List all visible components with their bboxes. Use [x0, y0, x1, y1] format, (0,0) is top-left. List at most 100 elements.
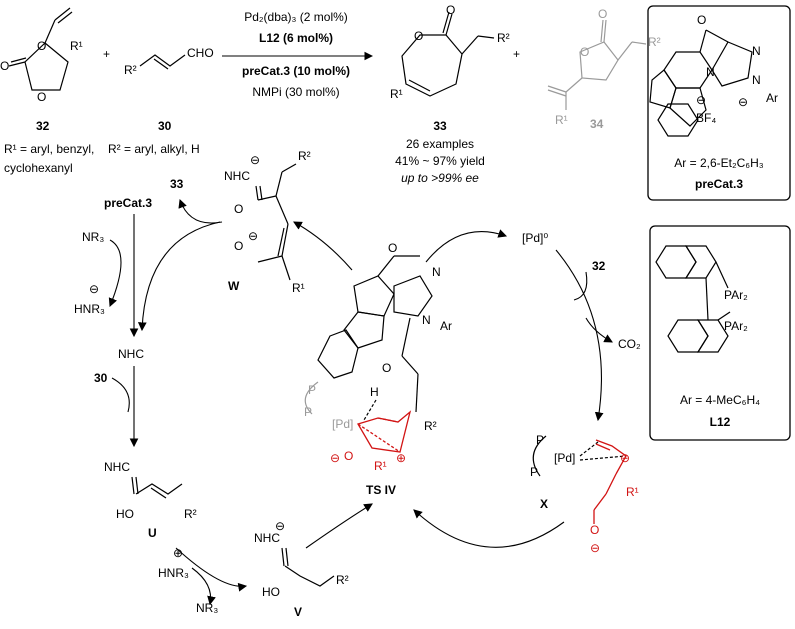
product-ring-o: O — [414, 29, 423, 43]
ts-p1: P — [308, 383, 316, 397]
precat-counter-minus: ⊖ — [696, 93, 706, 107]
ts-o-minus: ⊖ — [330, 451, 340, 465]
product-33-structure: O O R² R¹ — [390, 3, 510, 101]
ts-plus: ⊕ — [396, 451, 406, 465]
cycle-precat-label: preCat.3 — [104, 196, 152, 210]
v-to-ts-arrow — [305, 503, 373, 549]
compound-32-number: 32 — [36, 119, 50, 133]
w-to-33-arrow — [178, 198, 223, 224]
precat-minus-sign: ⊖ — [738, 95, 748, 109]
side-carbonyl-o: O — [598, 7, 607, 21]
side-r2: R² — [648, 35, 661, 49]
cycle-nhc: NHC — [118, 347, 144, 361]
w-r2: R² — [298, 149, 311, 163]
x-r1: R¹ — [626, 485, 639, 499]
side-r1: R¹ — [555, 113, 568, 127]
ligand-ar-definition: Ar = 4-MeC₆H₄ — [680, 393, 760, 407]
substrate-30-scope: R² = aryl, alkyl, H — [108, 142, 200, 156]
precat-box — [647, 5, 791, 201]
label-u: U — [148, 526, 157, 540]
substrate-32-scope: R¹ = aryl, benzyl, — [4, 142, 94, 156]
reagent-32-in: 32 — [592, 259, 606, 273]
x-minus: ⊖ — [620, 451, 630, 465]
cycle-product-33: 33 — [170, 177, 184, 191]
u-to-v-arrow — [175, 547, 248, 592]
nr3-curve — [108, 239, 122, 308]
pair2-bottom: PAr₂ — [724, 319, 748, 333]
label-x: X — [540, 497, 548, 511]
substrate-32-structure: O O O R¹ — [0, 7, 83, 104]
precat-n3: N — [706, 65, 715, 79]
side-ring-o: O — [580, 45, 589, 59]
product-carbonyl-o: O — [446, 3, 455, 17]
ts-p2: P — [304, 405, 312, 419]
w-o-bottom: O — [234, 239, 243, 253]
x-p1: P — [536, 433, 544, 447]
u-nhc: NHC — [104, 460, 130, 474]
w-minus-top: ⊖ — [250, 153, 260, 167]
ring-o-bottom: O — [37, 90, 46, 104]
reagent-pd: Pd₂(dba)₃ (2 mol%) — [244, 10, 348, 24]
hnr3-plus: HNR₃ — [158, 566, 189, 580]
ts-r2: R² — [424, 419, 437, 433]
ligand-l12-structure: PAr₂ PAr₂ — [655, 245, 748, 353]
reagent-precat: preCat.3 (10 mol%) — [242, 64, 350, 78]
r1-label: R¹ — [70, 39, 83, 53]
plus-sign-2: + — [513, 47, 520, 61]
pair2-top: PAr₂ — [724, 288, 748, 302]
hnr3-minus-sign: ⊖ — [89, 282, 99, 296]
reagent-30-curve — [111, 377, 130, 413]
substrate-30-structure: R² CHO — [124, 46, 214, 77]
u-ho: HO — [116, 507, 134, 521]
x-o: O — [590, 523, 599, 537]
ts-h: H — [370, 385, 379, 399]
x-pd: [Pd] — [554, 451, 575, 465]
x-p2: P — [530, 465, 538, 479]
ts-n1: N — [432, 265, 441, 279]
substrate-32-scope-2: cyclohexanyl — [4, 161, 73, 175]
reagent-30-in: 30 — [94, 371, 108, 385]
reagent-l12: L12 (6 mol%) — [259, 31, 333, 45]
precat-bf4: BF₄ — [696, 111, 716, 125]
compound-34-number: 34 — [590, 117, 604, 131]
carbonyl-o: O — [0, 59, 9, 73]
ts-ar: Ar — [440, 319, 452, 333]
precat-ar-definition: Ar = 2,6-Et₂C₆H₃ — [674, 156, 764, 170]
hnr3-out: HNR₃ — [74, 302, 105, 316]
v-r2: R² — [336, 573, 349, 587]
ligand-name: L12 — [710, 415, 731, 429]
intermediate-w: NHC ⊖ R² O O ⊖ R¹ — [224, 149, 311, 295]
transition-state-iv: O N N Ar O R² H P P [Pd] ⊖ O R¹ ⊕ — [304, 241, 452, 473]
w-r1: R¹ — [292, 281, 305, 295]
w-o-top: O — [234, 202, 243, 216]
x-to-ts-arrow — [413, 509, 565, 548]
pd0-to-x-arrow — [555, 249, 604, 422]
ts-n2: N — [422, 313, 431, 327]
compound-33-number: 33 — [433, 119, 447, 133]
co2-label: CO₂ — [618, 337, 641, 351]
pd0-label: [Pd]⁰ — [522, 231, 548, 245]
ts-ring-o: O — [388, 241, 397, 255]
v-minus: ⊖ — [275, 519, 285, 533]
r2-label: R² — [124, 63, 137, 77]
intermediate-x: P P [Pd] ⊖ R¹ O ⊖ — [530, 433, 639, 555]
ts-pd: [Pd] — [332, 417, 353, 431]
intermediate-u: NHC HO R² — [104, 460, 197, 521]
hnr3-plus-sign: ⊕ — [173, 546, 183, 560]
co2-out-curve — [585, 317, 613, 343]
w-minus-bottom: ⊖ — [248, 229, 258, 243]
label-ts-iv: TS IV — [366, 483, 396, 497]
ts-to-pd0-arrow — [425, 229, 508, 263]
v-nhc: NHC — [254, 531, 280, 545]
plus-sign-1: + — [103, 47, 110, 61]
nr3-out: NR₃ — [196, 601, 218, 615]
label-w: W — [228, 279, 240, 293]
intermediate-v: NHC ⊖ HO R² — [254, 519, 349, 599]
precat-n2: N — [752, 73, 761, 87]
ring-o-top: O — [37, 39, 46, 53]
ts-o-red: O — [344, 449, 353, 463]
reagent-nmpi: NMPi (30 mol%) — [252, 85, 339, 99]
w-nhc: NHC — [224, 169, 250, 183]
nr3-in: NR₃ — [82, 230, 104, 244]
